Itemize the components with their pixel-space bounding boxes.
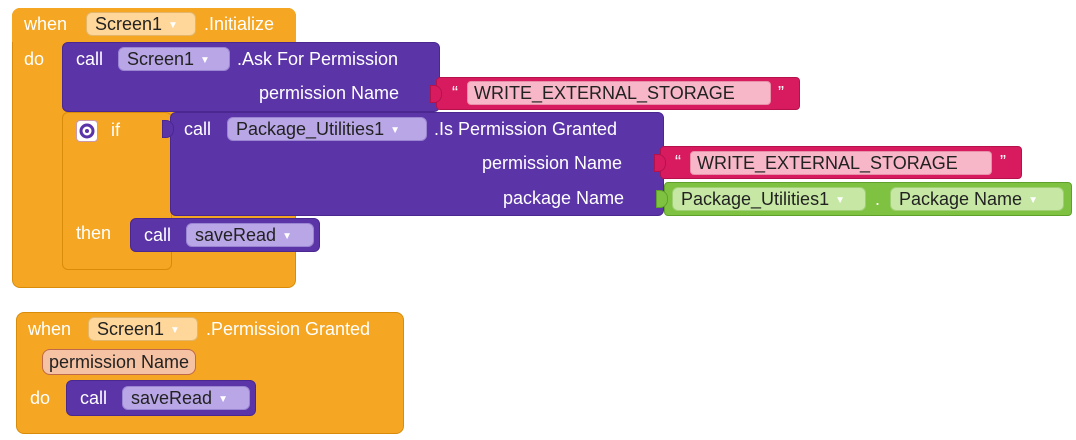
chevron-down-icon: ▼ [390,125,400,136]
chevron-down-icon: ▼ [170,325,180,336]
procedure-dropdown-label: saveRead [195,225,277,245]
call-label: call [80,388,108,408]
do-label: do [24,49,45,69]
chevron-down-icon: ▼ [1028,195,1038,206]
gear-icon[interactable] [76,120,98,142]
event-name: .Initialize [204,14,275,34]
if-label: if [111,120,120,140]
component-dropdown[interactable]: Package_Utilities1 ▼ [227,117,427,141]
component-dropdown-label: Screen1 [97,319,165,339]
close-quote: ” [778,83,784,103]
method-name: .Is Permission Granted [434,119,618,139]
param-label: package Name [503,188,625,208]
chevron-down-icon: ▼ [282,231,292,242]
chevron-down-icon: ▼ [835,195,845,206]
param-label: permission Name [482,153,623,173]
chevron-down-icon: ▼ [200,55,210,66]
component-dropdown-label: Package_Utilities1 [681,189,830,209]
component-dropdown[interactable]: Screen1 ▼ [88,317,198,341]
component-dropdown[interactable]: Screen1 ▼ [118,47,230,71]
call-label: call [144,225,172,245]
chevron-down-icon: ▼ [168,20,178,31]
param-label: permission Name [259,83,400,103]
text-value[interactable]: WRITE_EXTERNAL_STORAGE [690,151,992,175]
component-dropdown-label: Screen1 [95,14,163,34]
event-name: .Permission Granted [206,319,371,339]
procedure-dropdown[interactable]: saveRead ▼ [186,223,314,247]
close-quote: ” [1000,152,1006,172]
property-dropdown[interactable]: Package Name ▼ [890,187,1064,211]
do-label: do [30,388,51,408]
method-name: .Ask For Permission [237,49,399,69]
procedure-dropdown-label: saveRead [131,388,213,408]
procedure-dropdown[interactable]: saveRead ▼ [122,386,250,410]
when-label: when [28,319,72,339]
then-label: then [76,223,112,243]
text-value[interactable]: WRITE_EXTERNAL_STORAGE [467,81,771,105]
component-dropdown[interactable]: Package_Utilities1 ▼ [672,187,866,211]
open-quote: “ [675,152,681,172]
chevron-down-icon: ▼ [218,394,228,405]
component-dropdown-label: Screen1 [127,49,195,69]
call-label: call [184,119,212,139]
component-dropdown-label: Package_Utilities1 [236,119,385,139]
when-label: when [24,14,68,34]
property-dropdown-label: Package Name [899,189,1023,209]
dot-separator: . [875,189,881,209]
component-dropdown[interactable]: Screen1 ▼ [86,12,196,36]
event-parameter[interactable]: permission Name [42,349,197,375]
open-quote: “ [452,83,458,103]
call-label: call [76,49,104,69]
